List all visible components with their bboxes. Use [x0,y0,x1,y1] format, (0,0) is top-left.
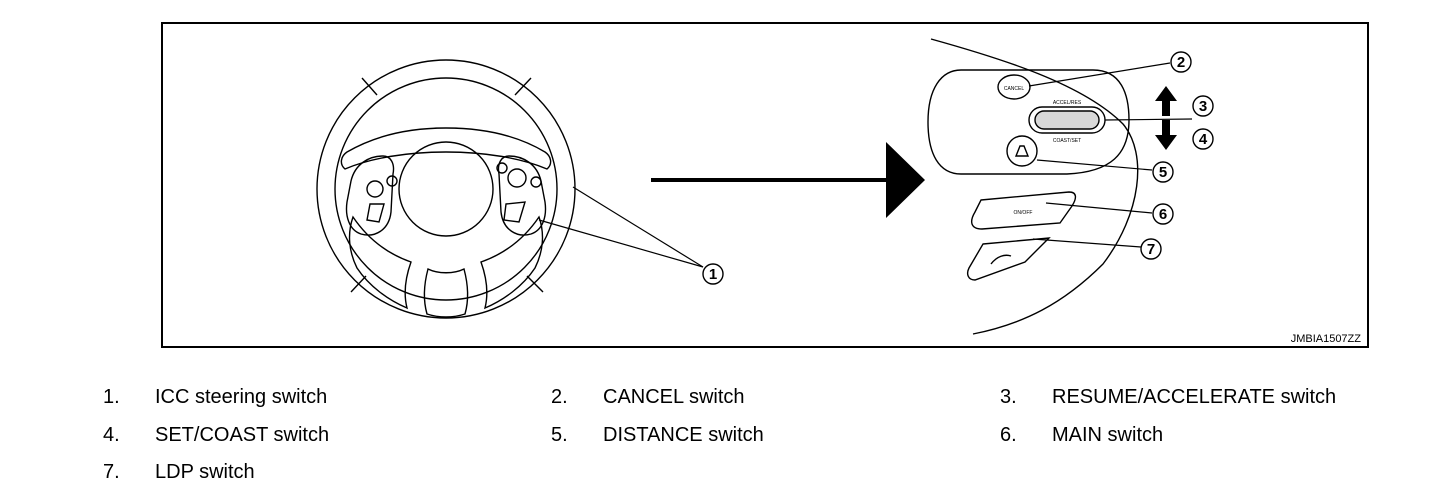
right-pod-button [507,168,527,188]
left-pod-button [366,180,384,198]
legend-label: LDP switch [155,461,255,483]
main-switch [970,191,1077,230]
distance-car-icon [1014,145,1030,157]
coast-switch-text: COAST/SET [1053,138,1081,144]
callout-6-circle [1152,203,1174,225]
callout-1-circle [702,263,724,285]
diagram-canvas: CANCEL ACCEL/RES COAST/SET ON/OFF 1 2 [316,38,1362,345]
callout-1-label: 1 [709,266,717,283]
legend-number: 3. [1000,386,1017,408]
legend-number: 5. [551,424,568,446]
wheel-rim-outer [316,59,576,319]
legend-label: CANCEL switch [603,386,745,408]
right-pod-button [503,201,526,223]
column-edge [930,38,1139,335]
down-arrow [1155,120,1177,150]
legend-label: MAIN switch [1052,424,1164,446]
right-switch-pod [497,155,547,236]
up-arrow [1155,86,1177,116]
legend-number: 1. [103,386,120,408]
legend-label: DISTANCE switch [603,424,764,446]
rim-seam [526,275,544,293]
bottom-spoke [423,267,469,318]
callout-7-circle [1140,238,1162,260]
wheel-rim-inner [334,77,558,301]
legend-label: RESUME/ACCELERATE switch [1052,386,1337,408]
switch-closeup [927,38,1139,335]
callout-leaders [1028,62,1193,248]
distance-switch [1006,135,1038,167]
cancel-switch-text: CANCEL [1004,86,1025,92]
callout-4-label: 4 [1199,131,1208,148]
callout-3-circle [1192,95,1214,117]
legend-number: 6. [1000,424,1017,446]
legend-label: ICC steering switch [155,386,328,408]
callout-6-label: 6 [1159,206,1167,223]
callout-1-leader [538,219,704,268]
callout-circles [702,51,1214,285]
callout-4-circle [1192,128,1214,150]
rim-seam [350,275,367,293]
legend-number: 4. [103,424,120,446]
legend-number: 2. [551,386,568,408]
left-pod-button [366,203,385,223]
right-pod-button [496,162,508,174]
ldp-lane-icon [990,254,1012,265]
direction-arrow [651,142,925,218]
upper-spoke [340,127,552,170]
main-switch-text: ON/OFF [1014,210,1033,216]
right-pod-button [530,176,542,188]
callout-1-leader [572,186,704,268]
steering-wheel [316,59,576,319]
left-switch-pod [345,155,395,236]
accel-coast-switch-face [1034,110,1100,130]
rim-seam [361,77,378,96]
left-pod-button [386,175,398,187]
diagram-figure: CANCEL ACCEL/RES COAST/SET ON/OFF 1 2 [161,22,1369,348]
accel-switch-text: ACCEL/RES [1053,100,1082,106]
figure-code: JMBIA1507ZZ [1291,333,1362,345]
ldp-switch [966,237,1051,281]
rim-seam [514,77,532,96]
callout-3-label: 3 [1199,98,1207,115]
left-lower-spoke [348,215,412,310]
wheel-hub [398,141,494,237]
right-lower-spoke [480,215,544,310]
callout-2-label: 2 [1177,54,1185,71]
callout-2-circle [1170,51,1192,73]
upper-switch-bezel [927,69,1130,175]
callout-5-label: 5 [1159,164,1167,181]
callout-7-label: 7 [1147,241,1155,258]
legend-label: SET/COAST switch [155,424,330,446]
callout-5-circle [1152,161,1174,183]
legend-number: 7. [103,461,120,483]
cancel-switch [997,74,1031,100]
